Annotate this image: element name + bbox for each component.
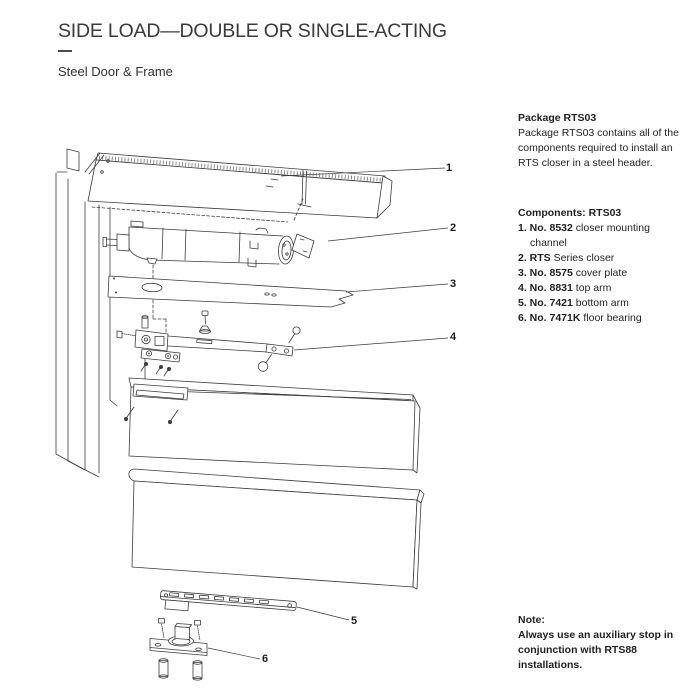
callout-3: 3 bbox=[450, 278, 457, 290]
package-heading: Package RTS03 bbox=[518, 112, 597, 124]
note-block: Note: Always use an auxiliary stop in co… bbox=[518, 613, 680, 673]
door-frame-jamb bbox=[55, 172, 118, 478]
closer-mounting-channel bbox=[56, 148, 393, 223]
alignment-centerline bbox=[152, 264, 167, 336]
top-arm bbox=[116, 310, 301, 390]
door-bottom-section bbox=[128, 468, 425, 590]
floor-bearing bbox=[149, 618, 208, 681]
component-desc: floor bearing bbox=[580, 312, 642, 324]
component-part: 3. No. 8575 bbox=[518, 267, 573, 279]
component-item: 3. No. 8575 cover plate bbox=[518, 266, 680, 281]
callout-1: 1 bbox=[446, 162, 453, 174]
note-body: Always use an auxiliary stop in conjunct… bbox=[518, 629, 674, 671]
component-desc: Series closer bbox=[550, 252, 615, 264]
component-item: 1. No. 8532 closer mounting channel bbox=[518, 221, 680, 251]
component-desc: cover plate bbox=[572, 267, 628, 279]
page-title: SIDE LOAD—DOUBLE OR SINGLE-ACTING bbox=[58, 20, 447, 42]
component-part: 2. RTS bbox=[518, 252, 551, 264]
bottom-arm bbox=[160, 590, 297, 612]
callout-2: 2 bbox=[450, 222, 457, 234]
components-heading: Components: RTS03 bbox=[518, 207, 622, 219]
sidebar: Package RTS03 Package RTS03 contains all… bbox=[518, 111, 680, 171]
callout-5: 5 bbox=[351, 615, 358, 627]
rts-series-closer bbox=[102, 220, 315, 268]
component-item: 5. No. 7421 bottom arm bbox=[518, 296, 680, 311]
components-block: Components: RTS03 1. No. 8532 closer mou… bbox=[518, 206, 680, 326]
component-desc: top arm bbox=[572, 282, 612, 294]
component-item: 4. No. 8831 top arm bbox=[518, 281, 680, 296]
package-body: Package RTS03 contains all of the compon… bbox=[518, 127, 679, 169]
page-subtitle: Steel Door & Frame bbox=[58, 64, 173, 79]
component-part: 6. No. 7471K bbox=[518, 312, 581, 324]
component-part: 5. No. 7421 bbox=[518, 297, 573, 309]
component-desc: bottom arm bbox=[572, 297, 629, 309]
cover-plate bbox=[107, 275, 354, 308]
component-desc: closer mounting channel bbox=[530, 222, 650, 249]
title-rule bbox=[58, 50, 72, 52]
component-part: 1. No. 8532 bbox=[518, 222, 573, 234]
door-top-section bbox=[123, 377, 421, 474]
component-part: 4. No. 8831 bbox=[518, 282, 573, 294]
note-heading: Note: bbox=[518, 614, 545, 626]
callout-lines bbox=[207, 167, 449, 660]
component-item: 6. No. 7471K floor bearing bbox=[518, 311, 680, 326]
callout-4: 4 bbox=[450, 331, 457, 343]
callout-6: 6 bbox=[262, 653, 269, 665]
component-item: 2. RTS Series closer bbox=[518, 251, 680, 266]
